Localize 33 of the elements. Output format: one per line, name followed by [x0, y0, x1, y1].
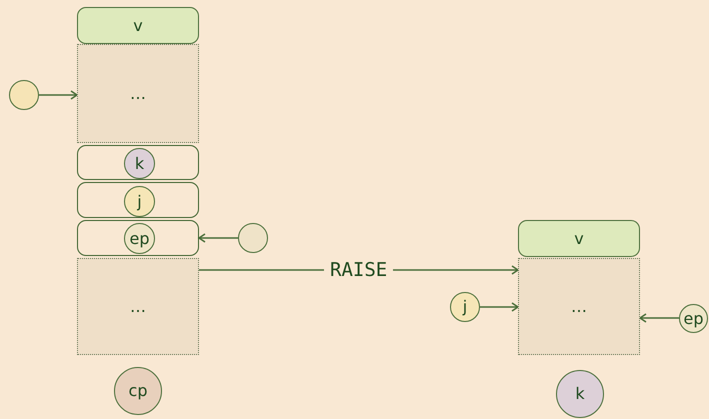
node-label: cp: [128, 382, 148, 400]
token-circle: [124, 223, 155, 254]
node-label: k: [134, 154, 144, 172]
token-circle: [679, 304, 708, 333]
arrow: [480, 302, 519, 312]
token-circle: [450, 292, 480, 322]
node-label: …: [571, 298, 587, 316]
stack-region: [77, 258, 199, 355]
value-box: [77, 7, 199, 44]
node-label: j: [137, 192, 142, 210]
node-label: …: [130, 298, 146, 316]
node-label: v: [574, 230, 584, 248]
stack-region: [77, 44, 199, 143]
value-box: [518, 220, 640, 257]
node-label: ep: [130, 230, 150, 248]
arrow: [39, 90, 78, 100]
node-label: v: [133, 16, 143, 34]
node-label: ep: [684, 310, 704, 328]
empty-circle: [238, 223, 268, 253]
token-circle: [124, 186, 155, 217]
frame-slot: [77, 182, 199, 218]
frame-slot: [77, 145, 199, 180]
frame-slot: [77, 220, 199, 256]
empty-circle: [9, 80, 39, 110]
token-circle: [556, 370, 604, 418]
arrow: [639, 313, 679, 323]
token-circle: [124, 148, 155, 179]
node-label: …: [130, 84, 146, 102]
node-label: k: [575, 385, 585, 403]
token-circle: [114, 367, 162, 415]
stack-region: [518, 258, 640, 355]
arrow: [198, 233, 238, 243]
node-label: j: [462, 298, 468, 316]
